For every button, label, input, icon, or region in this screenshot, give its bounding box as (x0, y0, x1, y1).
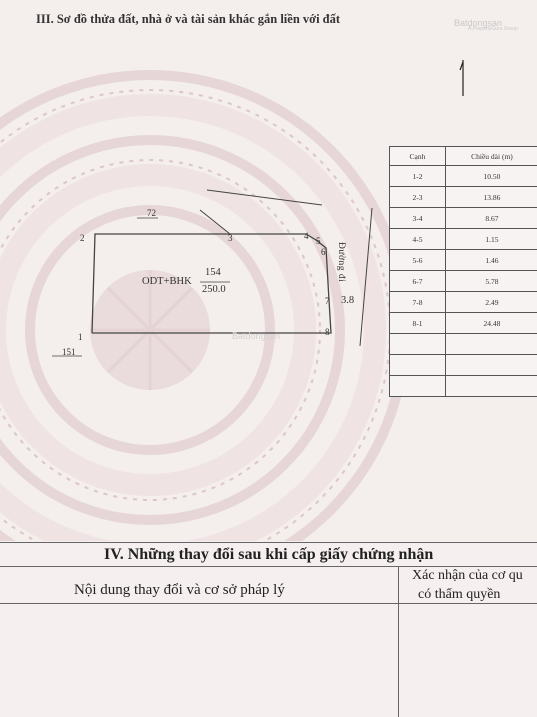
length-cell: 24.48 (444, 312, 537, 334)
point-label-4: 4 (304, 231, 309, 241)
section-4-header-rule (0, 566, 537, 567)
header-length: Chiều dài (m) (444, 146, 537, 166)
table-row-empty (389, 354, 537, 376)
section-4-row-rule (0, 603, 537, 604)
neighbor-line-upper (206, 189, 323, 206)
table-row: 4-5 1.15 (389, 228, 537, 250)
header-edge: Cạnh (389, 146, 446, 166)
point-label-8: 8 (325, 327, 330, 337)
neighbor-line-top (199, 209, 231, 235)
length-cell: 10.50 (444, 165, 537, 187)
edge-cell: 1-2 (389, 165, 446, 187)
point-label-1: 1 (78, 332, 83, 342)
table-row: 7-8 2.49 (389, 291, 537, 313)
section-4-column-content: Nội dung thay đổi và cơ sở pháp lý (74, 582, 285, 598)
edge-cell: 3-4 (389, 207, 446, 229)
section-4-panel (0, 541, 537, 717)
edge-length-table: Cạnh Chiều dài (m) 1-2 10.50 2-3 13.86 3… (389, 146, 537, 397)
watermark-center: Batdongsan (232, 331, 281, 341)
table-row: 1-2 10.50 (389, 165, 537, 187)
land-use-code: ODT+BHK (142, 276, 192, 287)
table-row: 6-7 5.78 (389, 270, 537, 292)
section-4-title: IV. Những thay đổi sau khi cấp giấy chứn… (104, 546, 434, 563)
table-row: 3-4 8.67 (389, 207, 537, 229)
edge-cell: 4-5 (389, 228, 446, 250)
length-cell: 2.49 (444, 291, 537, 313)
neighbor-parcel-bottom: 151 (62, 347, 76, 357)
length-cell: 5.78 (444, 270, 537, 292)
confirm-line-2: có thẩm quyền (418, 587, 501, 602)
length-cell: 13.86 (444, 186, 537, 208)
edge-cell: 6-7 (389, 270, 446, 292)
road-label: Đường đi (336, 242, 346, 283)
point-label-7: 7 (325, 296, 330, 306)
edge-cell: 7-8 (389, 291, 446, 313)
watermark-brand: Batdongsan (454, 18, 503, 28)
point-label-3: 3 (228, 233, 233, 243)
edge-cell: 8-1 (389, 312, 446, 334)
point-label-6: 6 (321, 247, 326, 257)
table-row-empty (389, 375, 537, 397)
table-row-empty (389, 333, 537, 355)
length-cell: 1.46 (444, 249, 537, 271)
table-header-row: Cạnh Chiều dài (m) (389, 146, 537, 166)
table-row: 5-6 1.46 (389, 249, 537, 271)
edge-cell: 5-6 (389, 249, 446, 271)
table-row: 8-1 24.48 (389, 312, 537, 334)
section-4-top-rule (0, 542, 537, 543)
section-3-title: III. Sơ đồ thửa đất, nhà ở và tài sản kh… (36, 12, 341, 26)
parcel-outline (91, 233, 332, 334)
point-label-2: 2 (80, 233, 85, 243)
watermark-tagline: A PropertyGuru Group (468, 26, 518, 32)
length-cell: 8.67 (444, 207, 537, 229)
neighbor-parcel-top: 72 (147, 208, 156, 218)
table-row: 2-3 13.86 (389, 186, 537, 208)
edge-cell: 2-3 (389, 186, 446, 208)
section-4-column-confirm: Xác nhận của cơ qu có thẩm quyền (412, 566, 523, 604)
parcel-number: 154 (205, 267, 221, 278)
road-edge-right (359, 207, 373, 347)
length-cell: 1.15 (444, 228, 537, 250)
watermark-logo: Batdongsan A PropertyGuru Group (454, 18, 518, 32)
confirm-line-1: Xác nhận của cơ qu (412, 568, 523, 583)
parcel-area: 250.0 (202, 284, 226, 295)
section-4-column-divider (398, 566, 399, 717)
north-arrow-icon (459, 60, 464, 96)
road-width: 3.8 (341, 295, 355, 306)
point-label-5: 5 (316, 236, 321, 246)
